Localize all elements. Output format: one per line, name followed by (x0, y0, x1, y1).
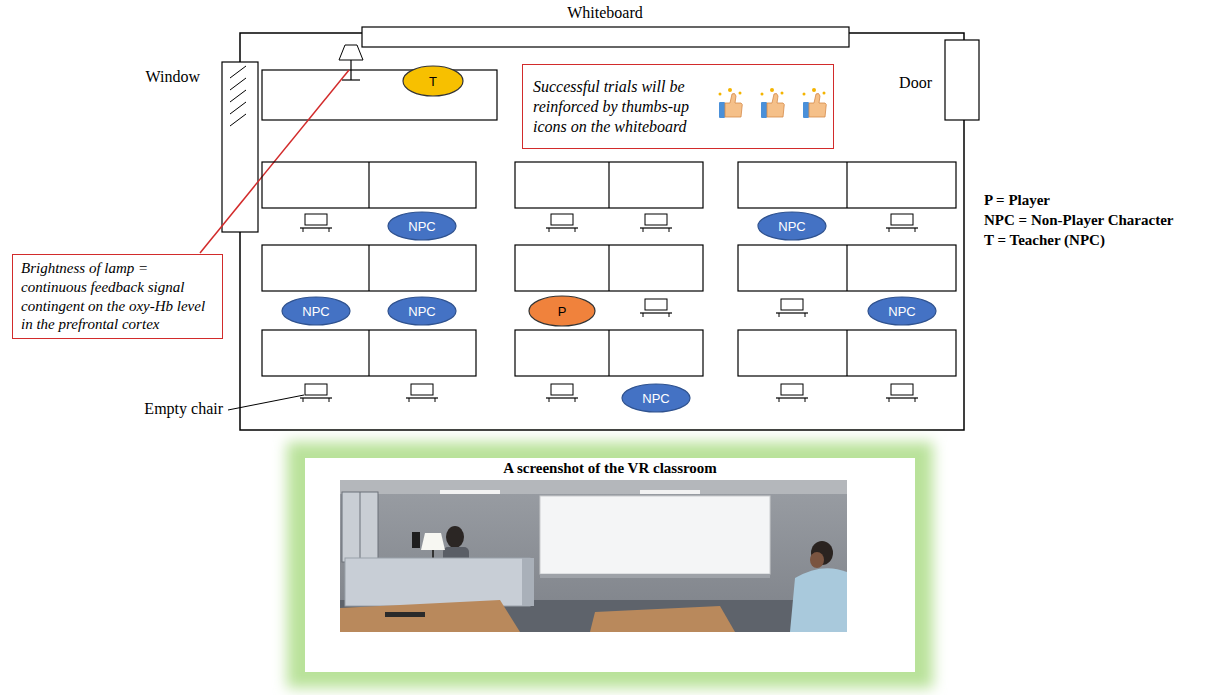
seat-oval: T (402, 65, 464, 97)
role-label: NPC (888, 304, 915, 319)
part-label: Empty chair (144, 400, 223, 418)
seat-oval: P (528, 295, 596, 327)
vr-screenshot (340, 480, 847, 632)
callout-text: Brightness of lamp = continuous feedback… (21, 259, 216, 334)
part-label: Window (146, 68, 200, 86)
role-label: P (558, 304, 567, 319)
legend-text: NPC = Non-Player Character (984, 212, 1173, 229)
seat-oval: NPC (757, 211, 827, 241)
reinforcement-callout: Successful trials will be reinforced by … (522, 64, 834, 149)
seat-oval: NPC (621, 383, 691, 413)
seat-oval: NPC (281, 296, 351, 326)
role-label: NPC (408, 219, 435, 234)
legend-text: T = Teacher (NPC) (984, 232, 1105, 249)
seat-oval: NPC (387, 211, 457, 241)
panel-heading: A screenshot of the VR classroom (503, 460, 717, 477)
role-label: NPC (408, 304, 435, 319)
part-label: Whiteboard (567, 4, 643, 22)
part-label: Door (899, 74, 932, 92)
seat-oval: NPC (867, 296, 937, 326)
role-label: NPC (778, 219, 805, 234)
role-label: NPC (642, 391, 669, 406)
role-label: NPC (302, 304, 329, 319)
role-label: T (429, 74, 437, 89)
seat-oval: NPC (387, 296, 457, 326)
feedback-callout: Brightness of lamp = continuous feedback… (12, 254, 223, 339)
callout-text: Successful trials will be reinforced by … (533, 77, 723, 137)
legend-text: P = Player (984, 192, 1050, 209)
